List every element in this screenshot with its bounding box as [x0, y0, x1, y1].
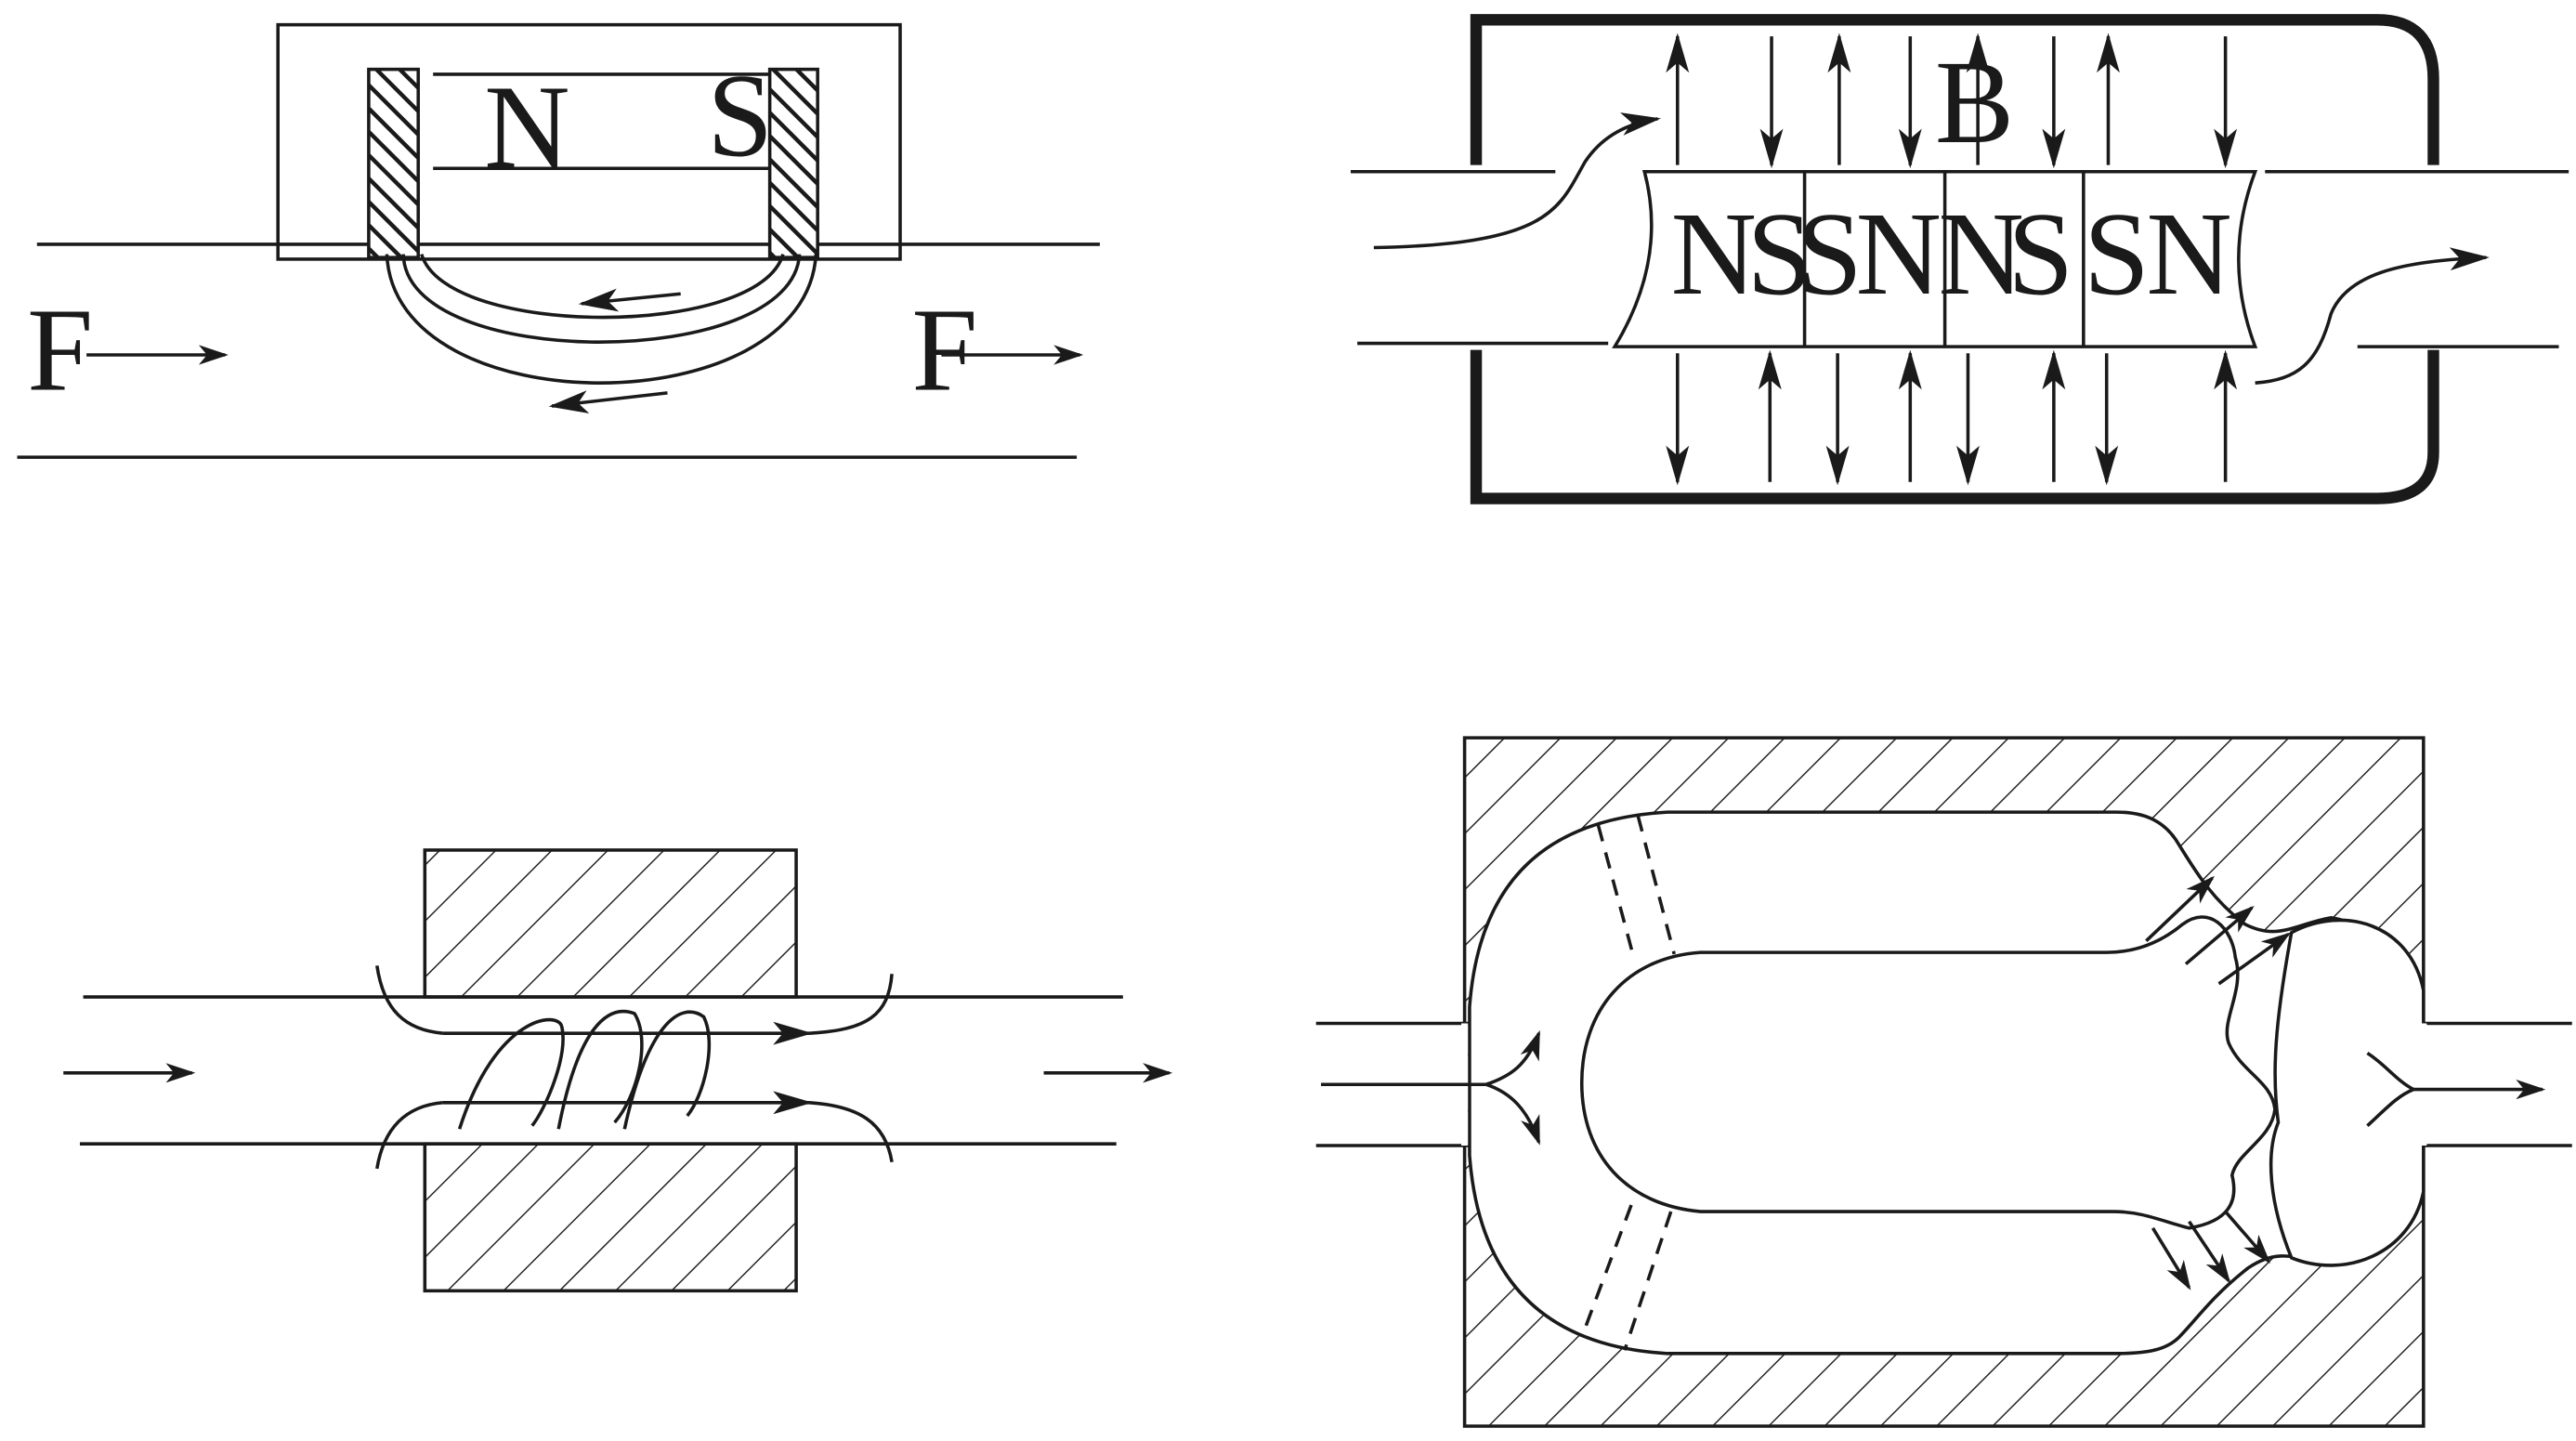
panel-bottom-right	[1315, 736, 2572, 1428]
pole-label-6: S	[2007, 188, 2073, 320]
pole-label-3: S	[1797, 188, 1863, 320]
flux-arrow-lower-1	[2151, 1226, 2191, 1290]
flow-arrow-in	[1373, 112, 1661, 250]
pole-label-7: S	[2084, 188, 2150, 320]
pole-piece-right	[767, 67, 819, 259]
field-arrow-lower	[548, 390, 668, 413]
field-line-inner	[420, 254, 785, 320]
flux-arrow-upper-2	[2184, 905, 2255, 965]
panel-top-left	[17, 22, 1100, 459]
core-block-bottom	[423, 1142, 798, 1293]
shield-outer	[1470, 14, 2439, 504]
inlet-split-up	[1485, 1029, 1541, 1086]
inlet-split-down	[1485, 1082, 1541, 1146]
dashed-seal-lower-2	[1623, 1211, 1673, 1351]
dashed-seal-upper-2	[1636, 815, 1676, 955]
label-north: N	[484, 60, 569, 192]
outlet-merge-down	[2366, 1087, 2414, 1127]
flux-arrow-lower-3	[2224, 1210, 2271, 1264]
field-line-middle	[401, 254, 802, 344]
coil-loop-1	[457, 1017, 565, 1130]
pole-label-1: N	[1671, 188, 1757, 320]
pole-label-4: N	[1856, 188, 1942, 320]
field-curve-bottom-left	[375, 1101, 444, 1170]
pole-piece-left	[367, 67, 420, 259]
core-block-top	[423, 848, 798, 999]
flux-arrow-lower-2	[2188, 1220, 2231, 1284]
pole-label-5: N	[1938, 188, 2023, 320]
dashed-seal-lower-1	[1580, 1204, 1633, 1338]
magnet-array	[1612, 169, 2258, 348]
flow-arrow-out	[2255, 247, 2490, 385]
field-curve-bottom-right	[809, 1101, 894, 1163]
pole-label-8: N	[2146, 188, 2231, 320]
flux-arrow-upper-1	[2145, 875, 2215, 942]
field-line-outer	[385, 254, 818, 385]
magnet-housing	[276, 22, 902, 261]
label-force-right: F	[911, 283, 977, 415]
panel-bottom-left	[63, 848, 1173, 1293]
field-arrow-upper	[578, 288, 681, 312]
outlet-chamber	[2269, 918, 2426, 1267]
core-insert	[1579, 915, 2277, 1230]
panel-top-right	[1351, 14, 2569, 504]
field-curve-top-left	[375, 965, 444, 1035]
flux-arrow-upper-3	[2217, 932, 2292, 986]
coil-loop-3	[622, 1010, 712, 1130]
field-curve-top-right	[809, 974, 894, 1035]
label-field-b: B	[1935, 36, 2014, 168]
outlet-merge-up	[2366, 1051, 2414, 1092]
pole-label-2: S	[1746, 188, 1812, 320]
dashed-seal-upper-1	[1596, 824, 1637, 962]
label-force-left: F	[27, 283, 93, 415]
label-south: S	[707, 49, 773, 181]
